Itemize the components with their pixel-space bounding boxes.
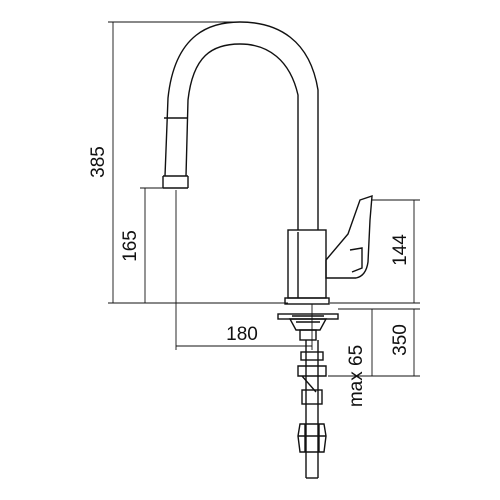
spout-inner-edge [185,43,299,230]
faucet-body [284,229,330,305]
label-total-height: 385 [88,146,109,178]
hose-connector [297,423,327,453]
pullout-spray-head [162,117,189,189]
nut-threads [292,315,324,323]
label-hose-length: 350 [390,324,411,356]
lever-detail [349,247,363,273]
label-body-height: 144 [390,234,411,266]
hose-coupling-upper [300,351,324,361]
mounting-nut [277,313,339,341]
label-spout-reach: 180 [226,324,258,345]
hose-valve [297,365,327,393]
lever-handle [325,195,373,279]
body-column [287,229,327,299]
nut-body [288,318,328,331]
lever-outline [325,195,373,279]
label-spout-outlet-height: 165 [120,230,141,262]
label-max-thickness: max 65 [346,345,367,407]
body-base-plate [284,297,330,305]
supply-hose [297,340,327,479]
spout [162,21,319,230]
nut-collar [299,329,317,341]
hose-fitting [301,389,323,405]
